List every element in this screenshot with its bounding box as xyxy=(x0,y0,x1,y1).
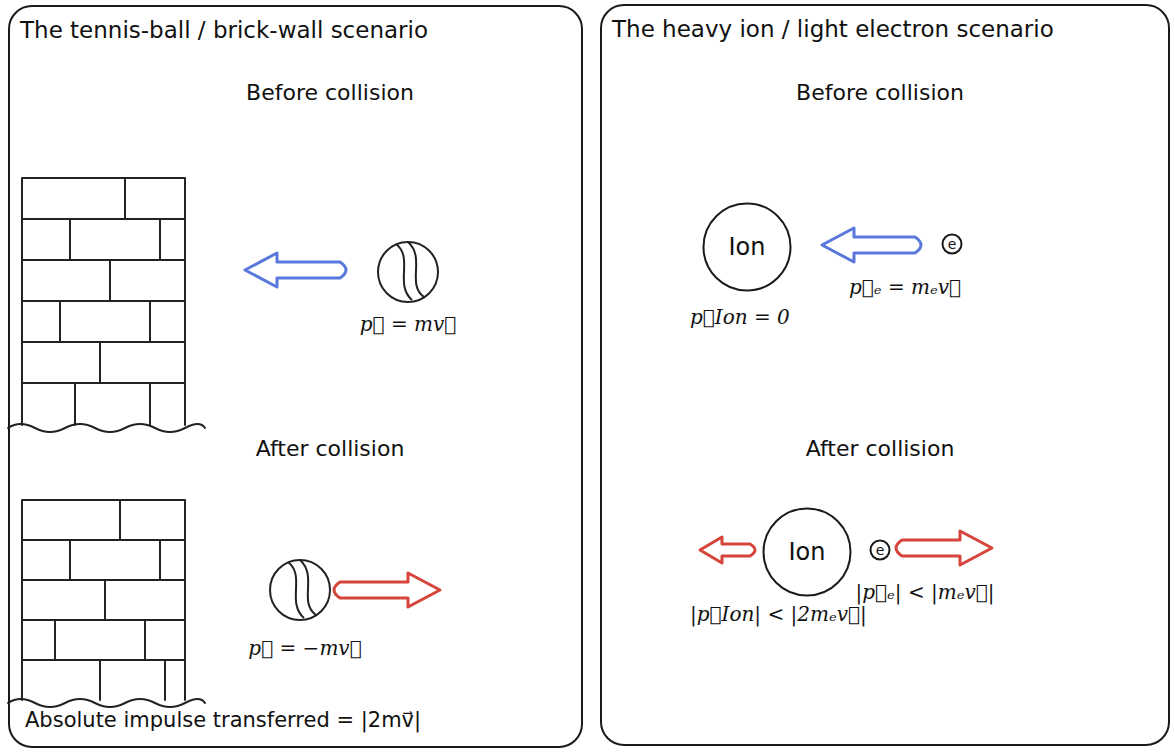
label-slot: p⃗ = mv⃗ xyxy=(360,312,457,336)
brick-joints xyxy=(22,500,185,700)
label-slot: |p⃗ₑ| < |mₑv⃗| xyxy=(856,580,995,604)
rebound-arrow xyxy=(896,531,992,565)
recoil-arrow xyxy=(700,537,755,563)
ball-seam xyxy=(288,560,316,618)
panel-heading: The tennis-ball / brick-wall scenario xyxy=(20,17,428,45)
ball-outline xyxy=(270,560,330,620)
stage-heading: Before collision xyxy=(246,80,414,106)
momentum-inequality: |p⃗ₑ| < |mₑv⃗| xyxy=(856,580,995,604)
momentum-equation: p⃗ₑ = mₑv⃗ xyxy=(849,275,961,299)
momentum-equation: p⃗Ion = 0 xyxy=(690,305,790,329)
ground-line xyxy=(8,424,205,432)
brick-joints xyxy=(22,178,185,425)
particle-name: Ion xyxy=(729,235,766,259)
ball-outline xyxy=(378,242,438,302)
ball-seam xyxy=(396,242,424,300)
label-slot: Before collision xyxy=(246,80,414,106)
circle-outline-shape xyxy=(704,204,791,291)
momentum-arrows xyxy=(245,228,992,607)
stage-heading: After collision xyxy=(806,436,955,462)
momentum-equation: p⃗ = −mv⃗ xyxy=(248,636,361,660)
momentum-inequality: |p⃗Ion| < |2mₑv⃗| xyxy=(690,602,867,626)
ion-circle: Ion xyxy=(702,202,792,292)
label-slot: p⃗ₑ = mₑv⃗ xyxy=(849,275,961,299)
stage-heading: Before collision xyxy=(796,80,964,106)
particle-name: e xyxy=(876,543,885,557)
incoming-arrow xyxy=(822,228,921,262)
circle-outline-shape xyxy=(871,541,890,560)
electron-circle: e xyxy=(941,233,963,255)
momentum-equation: p⃗ = mv⃗ xyxy=(360,312,457,336)
panel-heading: The heavy ion / light electron scenario xyxy=(612,16,1054,44)
scenario-panel: The heavy ion / light electron scenarioI… xyxy=(600,4,1170,746)
wall-outline xyxy=(22,178,185,425)
rebound-arrow xyxy=(334,573,440,607)
brick-wall-before xyxy=(8,178,205,432)
label-slot: p⃗Ion = 0 xyxy=(690,305,790,329)
tennis-ball-before xyxy=(378,242,438,302)
label-slot: After collision xyxy=(256,436,405,462)
particle-name: Ion xyxy=(789,540,826,564)
impulse-note: Absolute impulse transferred = |2mv⃗| xyxy=(25,708,421,733)
stage-heading: After collision xyxy=(256,436,405,462)
tennis-ball-after xyxy=(270,560,330,620)
wall-outline xyxy=(22,500,185,700)
circle-outline-shape xyxy=(943,235,962,254)
ion-circle: Ion xyxy=(762,507,852,597)
label-slot: After collision xyxy=(806,436,955,462)
label-slot: Absolute impulse transferred = |2mv⃗| xyxy=(25,708,421,733)
particle-name: e xyxy=(948,237,957,251)
brick-wall-after xyxy=(8,500,205,707)
incoming-arrow xyxy=(245,253,346,287)
ground-line xyxy=(8,699,205,707)
label-slot: p⃗ = −mv⃗ xyxy=(248,636,361,660)
electron-circle: e xyxy=(869,539,891,561)
label-slot: |p⃗Ion| < |2mₑv⃗| xyxy=(690,602,867,626)
label-slot: Before collision xyxy=(796,80,964,106)
circle-outline-shape xyxy=(764,509,851,596)
